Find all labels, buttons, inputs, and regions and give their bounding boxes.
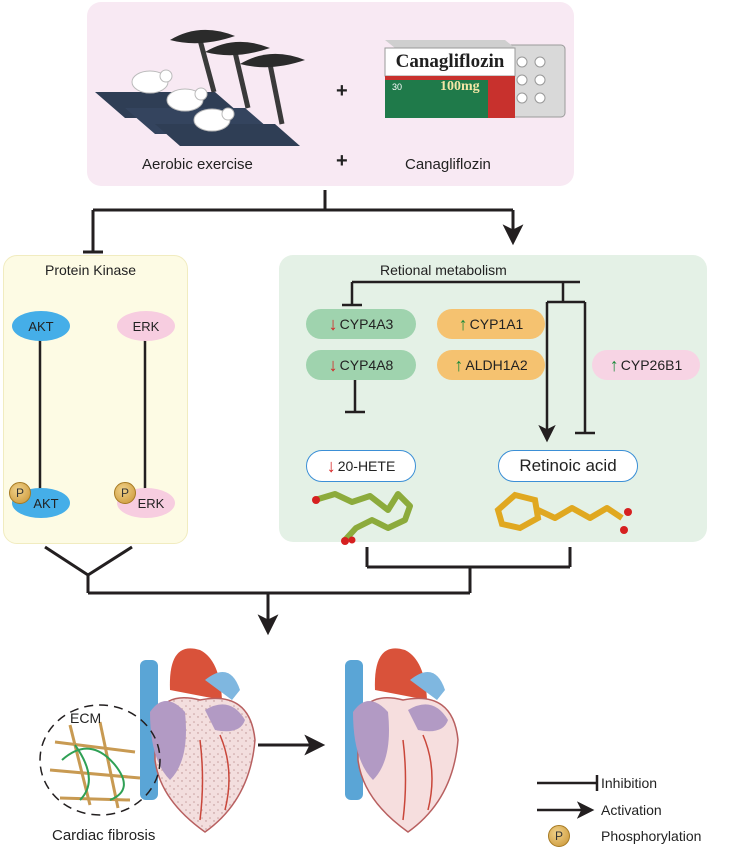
drug-box-front-label: Canagliflozin bbox=[389, 50, 511, 74]
legend-activation-label: Activation bbox=[601, 802, 662, 818]
canagliflozin-label: Canagliflozin bbox=[405, 156, 491, 173]
up-arrow-icon: ↑ bbox=[454, 354, 464, 375]
legend-inhibition-label: Inhibition bbox=[601, 775, 658, 791]
akt-label: AKT bbox=[28, 318, 54, 334]
legend-p-symbol: P bbox=[554, 829, 563, 843]
canagliflozin-box-illustration bbox=[384, 40, 566, 118]
aldh1a2-label: ALDH1A2 bbox=[465, 357, 528, 373]
20-hete-label: 20-HETE bbox=[337, 458, 396, 474]
phospho-akt-badge-symbol: P bbox=[15, 486, 24, 500]
20-hete-molecule bbox=[312, 491, 413, 545]
up-arrow-icon: ↑ bbox=[458, 313, 468, 334]
aldh1a2-node: ↑ ALDH1A2 bbox=[437, 350, 545, 380]
treadmill-illustration bbox=[95, 29, 305, 146]
cyp26b1-label: CYP26B1 bbox=[620, 357, 683, 373]
drug-box-dose: 100mg bbox=[440, 79, 480, 94]
healthy-heart-illustration bbox=[345, 648, 459, 833]
phospho-akt-badge: P bbox=[9, 482, 31, 504]
drug-box-count: 30 bbox=[392, 82, 403, 92]
fibrotic-heart-illustration bbox=[39, 648, 256, 833]
cardiac-fibrosis-label: Cardiac fibrosis bbox=[52, 827, 156, 844]
phospho-erk-badge-symbol: P bbox=[120, 486, 129, 500]
legend-phosphorylation-badge: P bbox=[548, 825, 570, 847]
ecm-label: ECM bbox=[70, 710, 102, 726]
cyp4a8-label: CYP4A8 bbox=[339, 357, 394, 373]
erk-label: ERK bbox=[132, 318, 160, 334]
cyp4a3-label: CYP4A3 bbox=[339, 316, 394, 332]
legend-inhibition-symbol bbox=[537, 775, 599, 791]
erk-node: ERK bbox=[117, 311, 175, 341]
cyp26b1-node: ↑ CYP26B1 bbox=[592, 350, 700, 380]
drug-box-brand-text: Canagliflozin bbox=[395, 51, 505, 72]
retinol-metabolism-panel bbox=[279, 255, 707, 542]
down-arrow-icon: ↓ bbox=[328, 313, 338, 334]
retinoic-acid-molecule bbox=[494, 491, 632, 534]
cyp4a3-node: ↓ CYP4A3 bbox=[306, 309, 416, 339]
cyp1a1-node: ↑ CYP1A1 bbox=[437, 309, 545, 339]
plus-sign-bottom: + bbox=[336, 150, 348, 172]
cyp1a1-label: CYP1A1 bbox=[469, 316, 524, 332]
plus-sign-top: + bbox=[336, 80, 348, 102]
down-arrow-icon: ↓ bbox=[326, 455, 336, 476]
aerobic-exercise-label: Aerobic exercise bbox=[142, 156, 253, 173]
protein-kinase-title: Protein Kinase bbox=[45, 262, 137, 278]
up-arrow-icon: ↑ bbox=[609, 354, 619, 375]
akt-node: AKT bbox=[12, 311, 70, 341]
legend-phosphorylation-label: Phosphorylation bbox=[601, 828, 702, 844]
phospho-akt-label: AKT bbox=[33, 495, 59, 511]
cyp4a8-node: ↓ CYP4A8 bbox=[306, 350, 416, 380]
retinoic-acid-node: Retinoic acid bbox=[498, 450, 638, 482]
phospho-akt-node: AKT bbox=[12, 488, 70, 518]
phospho-erk-badge: P bbox=[114, 482, 136, 504]
retinol-metabolism-title: Retional metabolism bbox=[380, 262, 507, 278]
retinoic-acid-label: Retinoic acid bbox=[519, 456, 617, 475]
phospho-erk-label: ERK bbox=[137, 495, 165, 511]
20-hete-node: ↓ 20-HETE bbox=[306, 450, 416, 482]
down-arrow-icon: ↓ bbox=[328, 354, 338, 375]
